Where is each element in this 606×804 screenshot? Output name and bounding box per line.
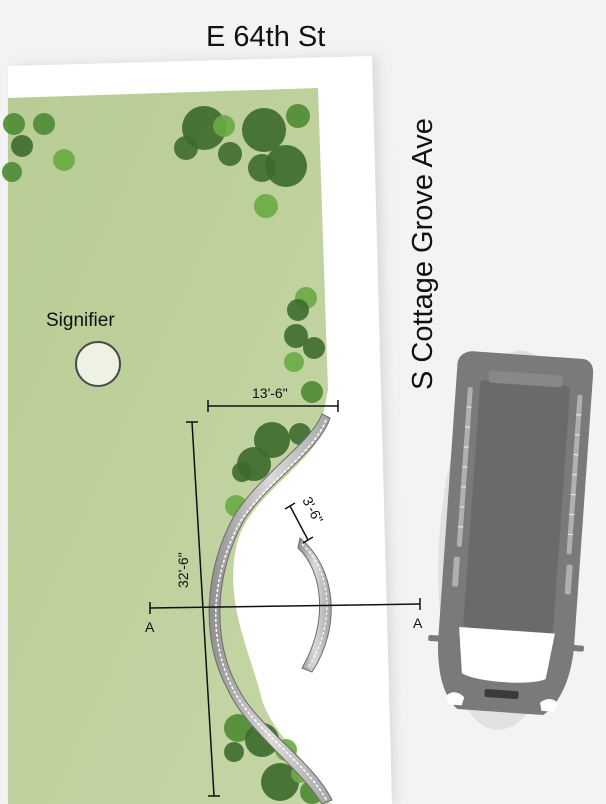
tree [218, 142, 242, 166]
dimension-width-label: 13'-6" [252, 385, 288, 401]
tree-cluster-wall [225, 422, 311, 517]
tree [254, 194, 278, 218]
tree [174, 136, 198, 160]
signifier-label: Signifier [46, 310, 115, 331]
tree [2, 162, 22, 182]
tree [284, 324, 308, 348]
section-marker-right: A [413, 615, 423, 631]
outer-wall [208, 413, 333, 804]
street-label-east: S Cottage Grove Ave [407, 118, 439, 390]
tree-cluster-east-edge [284, 287, 325, 403]
van-headlight-right [540, 698, 558, 712]
tree [224, 714, 252, 742]
lawn [8, 88, 330, 804]
dimension-length: 32'-6" [175, 421, 220, 797]
section-marker-left: A [145, 619, 155, 635]
signifier-marker[interactable] [75, 341, 121, 387]
tree [284, 352, 304, 372]
tree [301, 381, 323, 403]
van-headlight-left [446, 692, 465, 706]
tree [224, 742, 244, 762]
tree [3, 113, 25, 135]
street-label-north: E 64th St [206, 21, 325, 53]
inner-wall [297, 537, 332, 673]
tree [303, 337, 325, 359]
dimension-length-label: 32'-6" [175, 552, 191, 588]
tree [286, 104, 310, 128]
van [428, 350, 594, 730]
van-rail-ticks [458, 406, 582, 536]
van-mirror-left [428, 634, 441, 642]
tree [265, 145, 307, 187]
van-grille [484, 689, 519, 700]
tree [287, 299, 309, 321]
van-roof [463, 380, 570, 634]
van-windshield [459, 626, 555, 683]
dimension-width: 13'-6" [207, 385, 339, 412]
tree [242, 108, 286, 152]
van-mirror-right [571, 645, 584, 652]
tree [53, 149, 75, 171]
tree [254, 422, 290, 458]
tree [232, 462, 252, 482]
tree [261, 763, 299, 801]
section-cut-line: A A [145, 598, 423, 635]
tree [11, 135, 33, 157]
tree-cluster-top-left [2, 113, 75, 182]
tree [33, 113, 55, 135]
tree [213, 115, 235, 137]
tree-cluster-top-right [174, 104, 310, 218]
